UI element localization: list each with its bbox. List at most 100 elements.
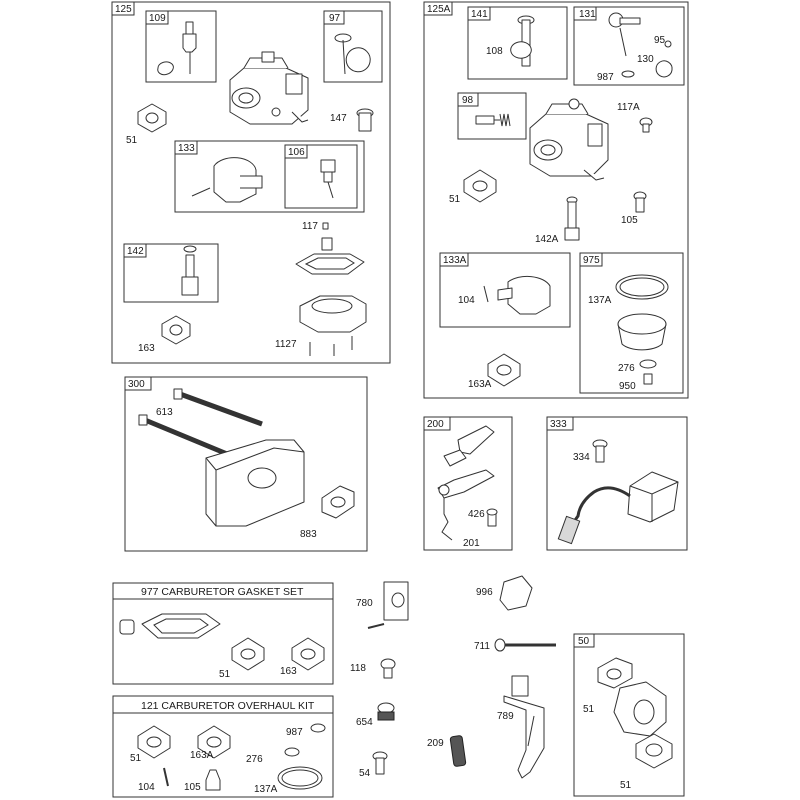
part-label-118: 118 [350, 663, 366, 674]
box-label-50: 50 [578, 636, 590, 647]
bowl-975 [615, 274, 669, 385]
gasket-163A-right [487, 353, 521, 387]
part-label-142A: 142A [535, 234, 559, 245]
ignition-coil-333 [557, 439, 679, 545]
intake-manifold-50 [597, 657, 673, 769]
part-label-95: 95 [654, 35, 666, 46]
part-label-51: 51 [620, 780, 632, 791]
box-label-142: 142 [127, 246, 144, 257]
part-label-334: 334 [573, 452, 590, 463]
jet-142A [564, 196, 580, 241]
part-label-51: 51 [219, 669, 231, 680]
gasket-51-right [463, 169, 497, 203]
section-50: 50 51 51 [573, 633, 685, 797]
bracket-789 [503, 675, 545, 779]
idle-screw-98 [475, 113, 511, 127]
part-label-276: 276 [618, 363, 635, 374]
carburetor-body-125A [529, 98, 609, 181]
part-label-137A: 137A [588, 295, 612, 306]
part-label-117: 117 [302, 221, 318, 232]
part-label-654: 654 [356, 717, 373, 728]
box-label-125: 125 [115, 4, 132, 15]
carburetor-body-125 [229, 51, 309, 125]
box-label-131: 131 [579, 9, 596, 20]
part-label-987: 987 [597, 72, 614, 83]
choke-shaft-part [334, 33, 371, 75]
nut-654 [377, 702, 395, 721]
part-label-201: 201 [463, 538, 480, 549]
spring-209 [449, 735, 467, 767]
loose-parts: 780 118 654 209 54 996 711 [350, 575, 556, 779]
choke-lever-131 [608, 12, 673, 78]
part-label-426: 426 [468, 509, 485, 520]
main-jet-142 [181, 245, 199, 296]
part-label-108: 108 [486, 46, 503, 57]
gasket-163 [161, 315, 191, 345]
part-label-51: 51 [449, 194, 461, 205]
box-label-106: 106 [288, 147, 305, 158]
part-label-711: 711 [474, 641, 490, 652]
part-label-51: 51 [126, 135, 138, 146]
float-133 [191, 157, 263, 203]
screw-118 [380, 658, 396, 679]
kit-title-gasket-set: 977 CARBURETOR GASKET SET [141, 586, 304, 598]
bolt-711 [494, 638, 556, 652]
needle-105 [633, 191, 647, 213]
part-label-117A: 117A [617, 102, 640, 113]
throttle-shaft-141 [510, 15, 535, 67]
gasket-51-left [137, 103, 167, 133]
screw-54 [372, 751, 388, 775]
bowl-parts [295, 237, 367, 356]
part-label-950: 950 [619, 381, 636, 392]
part-label-51: 51 [583, 704, 595, 715]
box-label-109: 109 [149, 13, 166, 24]
part-label-130: 130 [637, 54, 654, 65]
gasket-set-977: 977 CARBURETOR GASKET SET 51 163 [112, 582, 334, 685]
part-label-1127: 1127 [275, 339, 297, 350]
box-label-133A: 133A [443, 255, 467, 266]
float-needle-part [157, 21, 197, 76]
muffler-300 [205, 439, 305, 527]
box-label-97: 97 [329, 13, 341, 24]
kit-title-overhaul-kit: 121 CARBURETOR OVERHAUL KIT [141, 700, 315, 712]
part-label-51: 51 [130, 753, 142, 764]
box-label-975: 975 [583, 255, 600, 266]
part-label-104: 104 [458, 295, 475, 306]
section-125A: 125A 141 108 131 95 130 987 98 [423, 1, 689, 399]
part-label-147: 147 [330, 113, 347, 124]
box-label-141: 141 [471, 9, 488, 20]
overhaul-kit-121: 121 CARBURETOR OVERHAUL KIT 987 51 163A … [112, 695, 334, 798]
part-label-209: 209 [427, 738, 444, 749]
part-label-54: 54 [359, 768, 371, 779]
part-label-105: 105 [184, 782, 201, 793]
part-label-163A: 163A [190, 750, 214, 761]
section-200: 200 426 201 [423, 416, 513, 551]
part-label-613: 613 [156, 407, 173, 418]
part-label-276: 276 [246, 754, 263, 765]
box-label-133: 133 [178, 143, 195, 154]
box-label-125A: 125A [427, 4, 451, 15]
part-label-780: 780 [356, 598, 373, 609]
box-label-333: 333 [550, 419, 567, 430]
part-label-104: 104 [138, 782, 155, 793]
section-300: 300 613 883 [124, 376, 368, 552]
float-133A [483, 275, 551, 315]
screw-117A [639, 117, 653, 133]
part-label-137A: 137A [254, 784, 278, 795]
needle-seat-106 [320, 159, 336, 199]
gasket-883 [321, 485, 355, 519]
plug-117 [322, 222, 329, 230]
part-label-163: 163 [280, 666, 297, 677]
section-125: 125 109 97 [111, 1, 391, 364]
part-label-996: 996 [476, 587, 493, 598]
bracket-780 [367, 581, 409, 629]
part-label-163: 163 [138, 343, 155, 354]
box-label-200: 200 [427, 419, 444, 430]
box-label-98: 98 [462, 95, 474, 106]
overhaul-kit-parts [137, 723, 326, 791]
governor-lever-200 [437, 425, 498, 541]
studs-613 [138, 388, 263, 459]
box-label-300: 300 [128, 379, 145, 390]
part-label-883: 883 [300, 529, 317, 540]
